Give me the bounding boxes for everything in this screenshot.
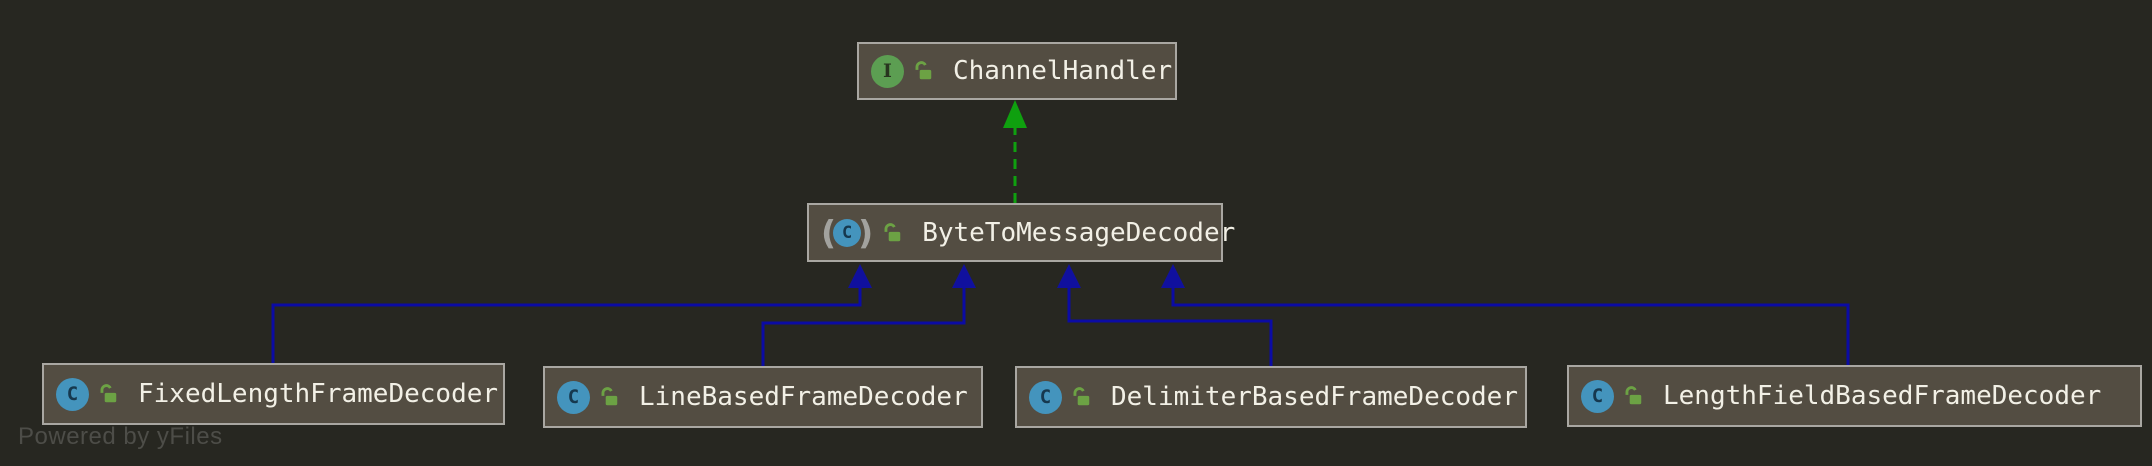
extends-arrowhead-icon	[1161, 264, 1185, 288]
class-icon: C	[56, 377, 89, 411]
extends-edge-linebasedframedecoder[interactable]	[761, 264, 976, 366]
extends-edge-lengthfieldbasedframedecoder[interactable]	[1161, 264, 1850, 365]
class-node-delimiterbasedframedecoder[interactable]: C DelimiterBasedFrameDecoder	[1015, 366, 1527, 428]
class-node-fixedlengthframedecoder[interactable]: C FixedLengthFrameDecoder	[42, 363, 505, 425]
public-lock-icon	[601, 387, 618, 406]
public-lock-icon	[915, 61, 932, 80]
node-label: LineBasedFrameDecoder	[639, 382, 968, 412]
class-node-bytetomessagedecoder[interactable]: ( C ) ByteToMessageDecoder	[807, 203, 1235, 262]
class-icon: C	[1029, 380, 1062, 414]
class-node-lengthfieldbasedframedecoder[interactable]: C LengthFieldBasedFrameDecoder	[1567, 365, 2142, 427]
class-node-linebasedframedecoder[interactable]: C LineBasedFrameDecoder	[543, 366, 983, 428]
implements-arrowhead-icon	[1003, 100, 1027, 128]
class-icon: C	[557, 380, 590, 414]
extends-arrowhead-icon	[1057, 264, 1081, 288]
public-lock-icon	[1073, 387, 1090, 406]
extends-arrowhead-icon	[848, 264, 872, 288]
public-lock-icon	[100, 384, 117, 403]
abstract-class-icon: ( C )	[821, 213, 874, 252]
node-label: DelimiterBasedFrameDecoder	[1111, 382, 1518, 412]
implements-edge-bytetomessagedecoder-channelhandler[interactable]	[1003, 100, 1027, 203]
node-label: ChannelHandler	[953, 56, 1173, 86]
yfiles-watermark: Powered by yFiles	[18, 423, 223, 450]
node-label: FixedLengthFrameDecoder	[138, 379, 499, 409]
public-lock-icon	[1625, 386, 1642, 405]
public-lock-icon	[884, 222, 901, 241]
extends-edge-fixedlengthframedecoder[interactable]	[271, 264, 872, 363]
extends-edge-delimiterbasedframedecoder[interactable]	[1057, 264, 1273, 366]
node-label: ByteToMessageDecoder	[922, 217, 1236, 248]
interface-icon: I	[871, 54, 904, 88]
node-label: LengthFieldBasedFrameDecoder	[1663, 381, 2102, 411]
class-node-channelhandler[interactable]: I ChannelHandler	[857, 42, 1177, 100]
extends-arrowhead-icon	[952, 264, 976, 288]
class-icon: C	[1581, 379, 1614, 413]
